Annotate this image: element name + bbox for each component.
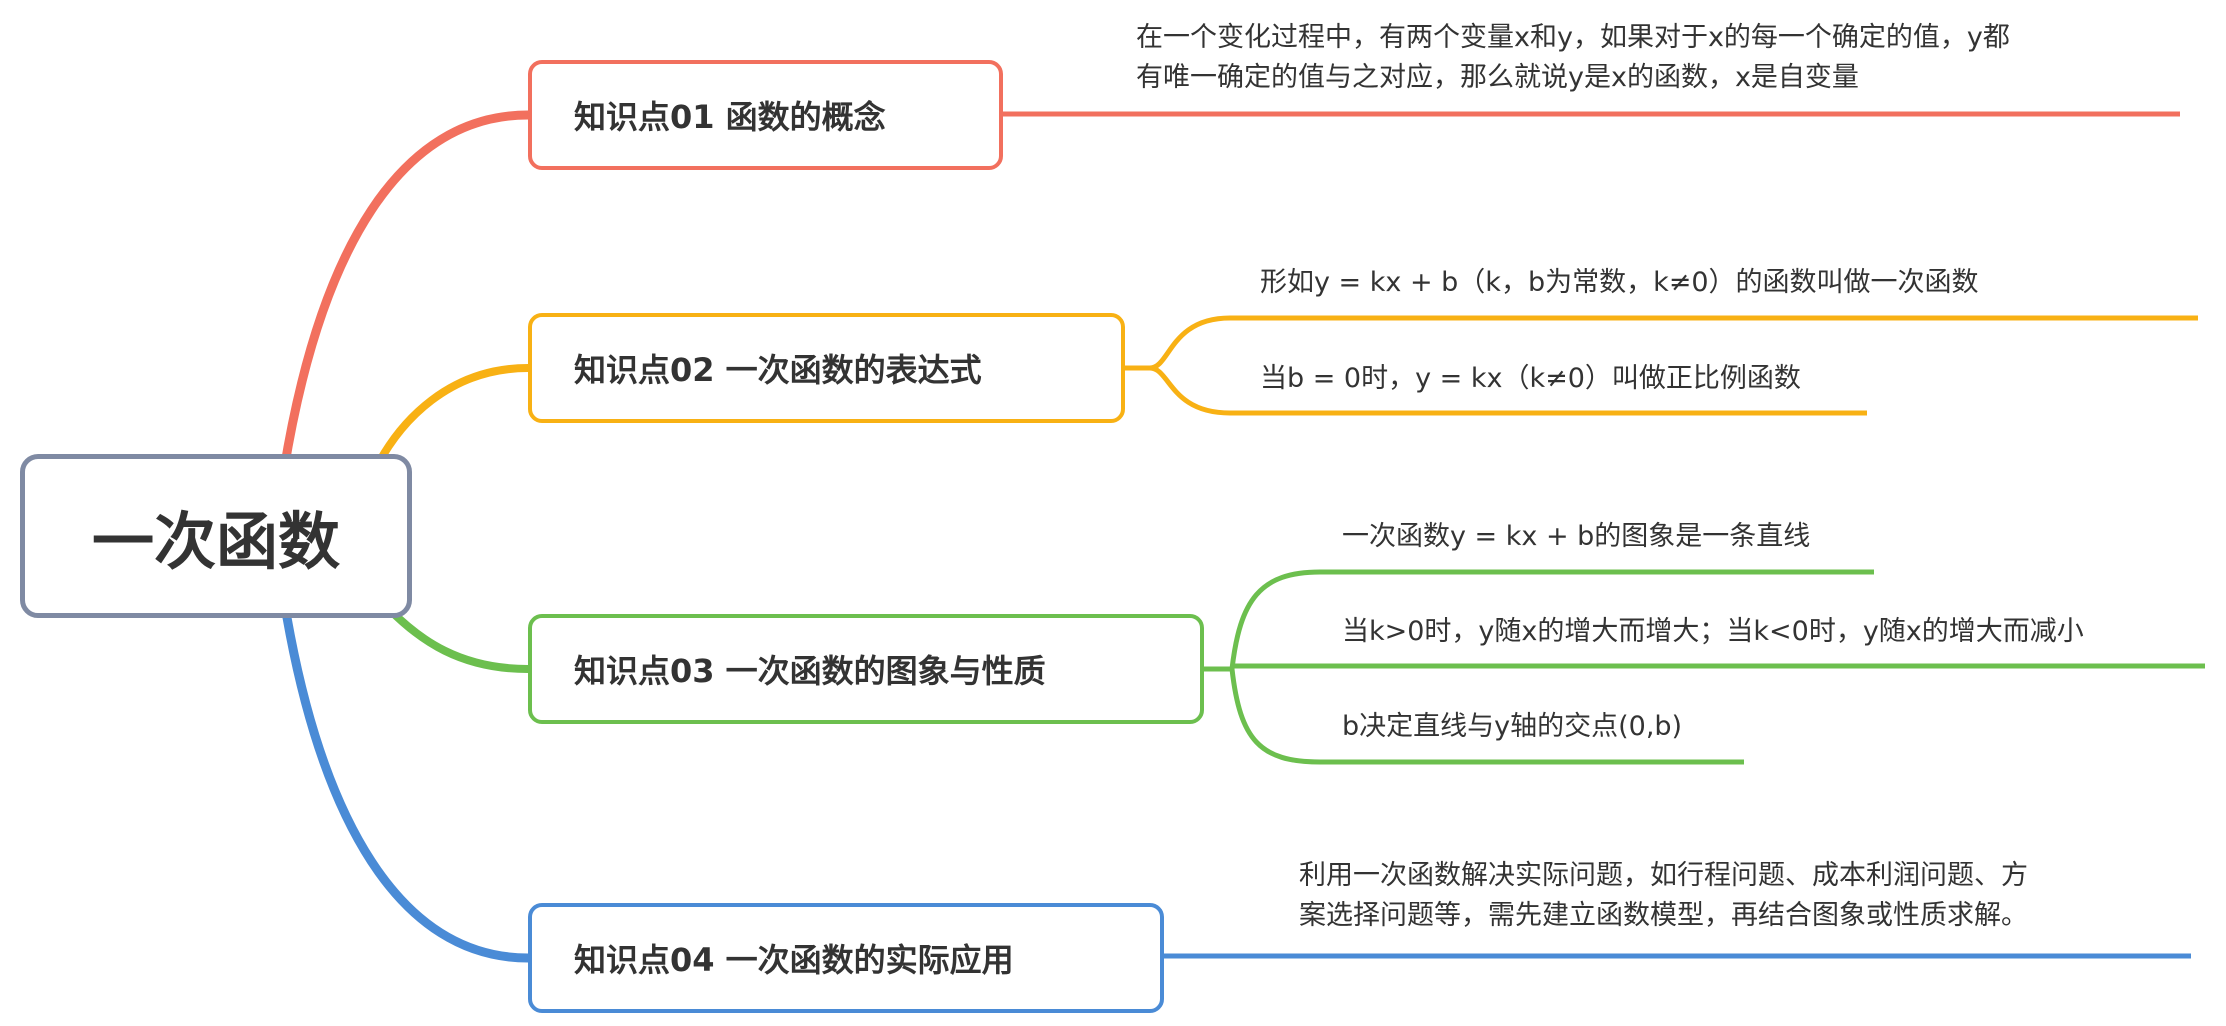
branch-topic-1	[279, 110, 529, 471]
detail-text-line: 案选择问题等，需先建立函数模型，再结合图象或性质求解。	[1299, 900, 2028, 931]
detail-line-3c	[1229, 668, 1744, 765]
topic-node-2[interactable]: 知识点02 一次函数的表达式	[528, 313, 1125, 423]
detail-line-3a	[1204, 569, 1874, 672]
topic-label: 知识点02 一次函数的表达式	[574, 351, 982, 389]
detail-node-3b[interactable]: 当k>0时，y随x的增大而增大；当k<0时，y随x的增大而减小	[1342, 616, 2084, 647]
topic-node-3[interactable]: 知识点03 一次函数的图象与性质	[528, 614, 1204, 724]
detail-line-2b	[1149, 365, 1867, 416]
root-node[interactable]: 一次函数	[20, 454, 412, 618]
branch-topic-2	[371, 364, 529, 472]
detail-node-3c[interactable]: b决定直线与y轴的交点(0,b)	[1342, 711, 1683, 742]
detail-text-line: 在一个变化过程中，有两个变量x和y，如果对于x的每一个确定的值，y都	[1136, 22, 2010, 53]
detail-node-2b[interactable]: 当b = 0时，y = kx（k≠0）叫做正比例函数	[1260, 363, 1801, 394]
detail-text-line: 有唯一确定的值与之对应，那么就说y是x的函数，x是自变量	[1136, 62, 1859, 93]
topic-label: 知识点03 一次函数的图象与性质	[574, 652, 1046, 690]
detail-node-4[interactable]: 利用一次函数解决实际问题，如行程问题、成本利润问题、方 案选择问题等，需先建立函…	[1299, 856, 2028, 936]
detail-node-3a[interactable]: 一次函数y = kx + b的图象是一条直线	[1342, 521, 1811, 552]
detail-text-line: 利用一次函数解决实际问题，如行程问题、成本利润问题、方	[1299, 860, 2028, 891]
topic-node-1[interactable]: 知识点01 函数的概念	[528, 60, 1003, 170]
topic-label: 知识点04 一次函数的实际应用	[574, 941, 1014, 979]
branch-topic-4	[279, 599, 529, 963]
root-label: 一次函数	[91, 505, 340, 578]
topic-node-4[interactable]: 知识点04 一次函数的实际应用	[528, 903, 1164, 1013]
branch-topic-3	[387, 607, 529, 673]
topic-label: 知识点01 函数的概念	[574, 98, 886, 136]
detail-node-1[interactable]: 在一个变化过程中，有两个变量x和y，如果对于x的每一个确定的值，y都 有唯一确定…	[1136, 18, 2010, 98]
detail-node-2a[interactable]: 形如y = kx + b（k，b为常数，k≠0）的函数叫做一次函数	[1260, 267, 1979, 298]
